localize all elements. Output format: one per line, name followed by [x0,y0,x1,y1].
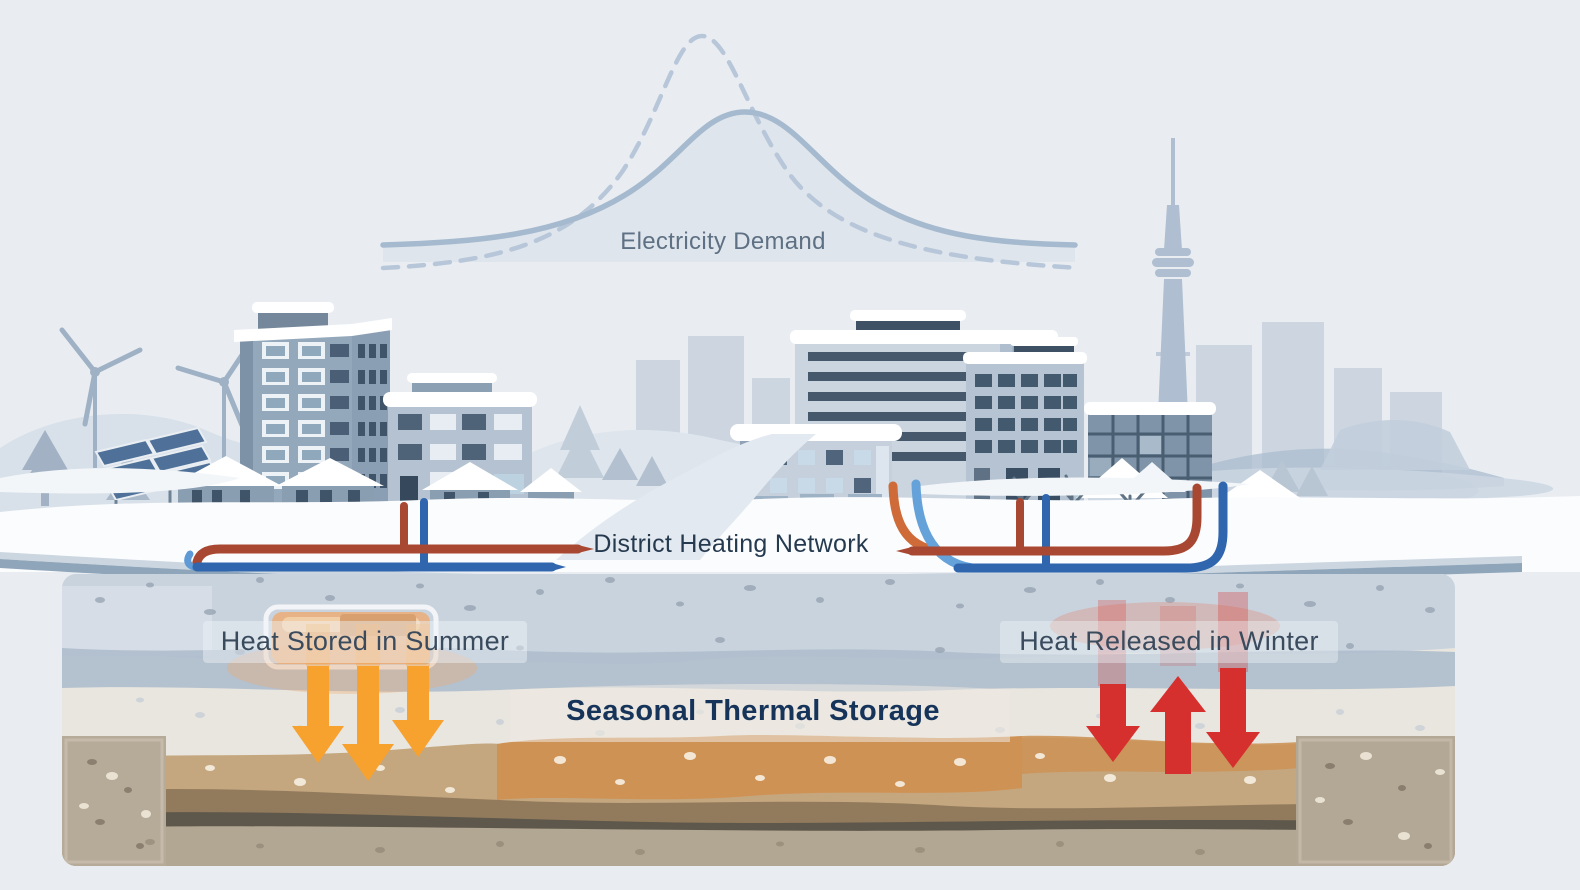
underground-cross-section [62,574,1455,866]
soil-speckles [95,577,1435,655]
heat-stored-summer-label: Heat Stored in Summer [220,626,510,656]
heat-released-winter-label: Heat Released in Winter [1019,626,1319,656]
demand-curve-solid [380,109,1078,248]
label-band [203,621,527,663]
district-heating-network-label: District Heating Network [593,530,869,558]
heat-down-arrow-icon [292,666,444,781]
apartment-building-icon [383,373,537,512]
wind-turbine-icon [59,327,255,470]
label-band [1000,621,1338,663]
demand-curve-dashed [380,33,1083,271]
label-band [510,684,1010,742]
summer-heat-glow [306,624,430,666]
storage-tank-icon [227,604,477,694]
winter-heat-glow [1050,592,1280,686]
demand-curve-icon [380,33,1083,271]
district-heating-pipes-icon [184,479,1228,573]
heat-up-arrow-icon [1086,668,1260,774]
electricity-demand-label: Electricity Demand [620,228,826,255]
seasonal-thermal-storage-label: Seasonal Thermal Storage [566,695,940,727]
